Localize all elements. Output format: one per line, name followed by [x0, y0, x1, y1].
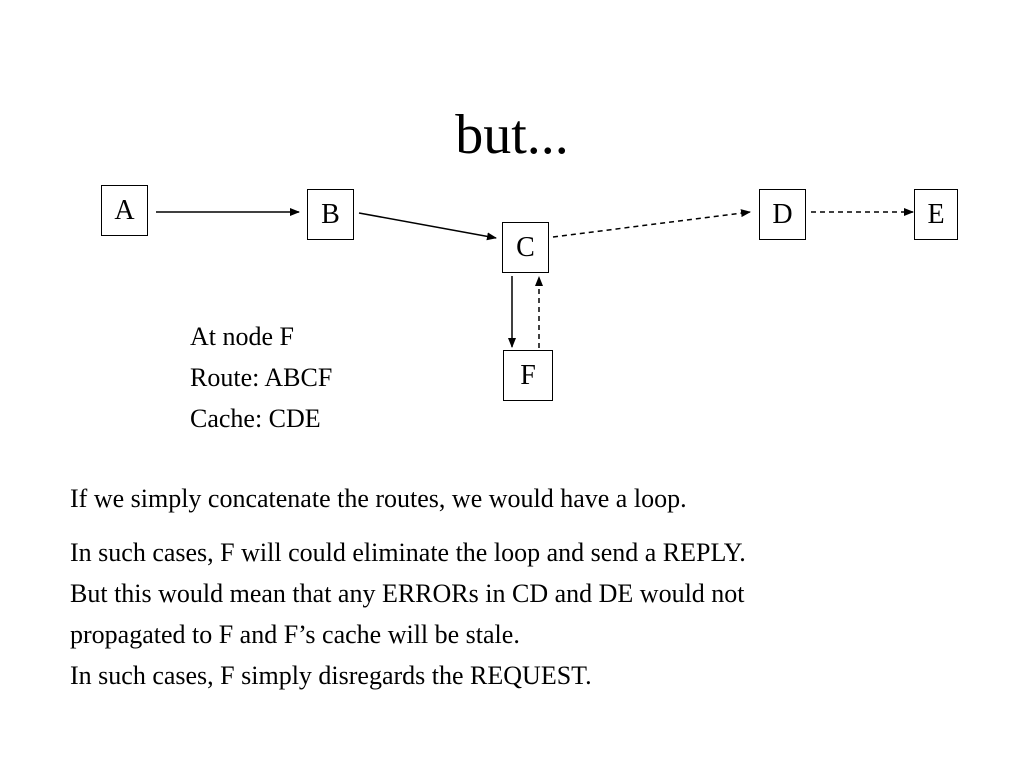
node-c: C — [502, 222, 549, 273]
node-a: A — [101, 185, 148, 236]
explanation-line-1: In such cases, F will could eliminate th… — [70, 538, 746, 567]
info-node-line: At node F — [190, 322, 294, 351]
explanation-line-4: In such cases, F simply disregards the R… — [70, 661, 592, 690]
loop-statement: If we simply concatenate the routes, we … — [70, 484, 687, 513]
node-b: B — [307, 189, 354, 240]
node-f-info: At node F Route: ABCF Cache: CDE — [190, 316, 332, 439]
edge-b-c — [358, 212, 497, 241]
explanation-line-3: propagated to F and F’s cache will be st… — [70, 620, 520, 649]
edge-c-d — [552, 209, 751, 238]
node-d: D — [759, 189, 806, 240]
slide-title: but... — [455, 104, 569, 166]
explanation-paragraph: In such cases, F will could eliminate th… — [70, 532, 746, 696]
info-route-line: Route: ABCF — [190, 363, 333, 392]
node-f: F — [503, 350, 553, 401]
node-e: E — [914, 189, 958, 240]
explanation-line-2: But this would mean that any ERRORs in C… — [70, 579, 745, 608]
info-cache-line: Cache: CDE — [190, 404, 321, 433]
